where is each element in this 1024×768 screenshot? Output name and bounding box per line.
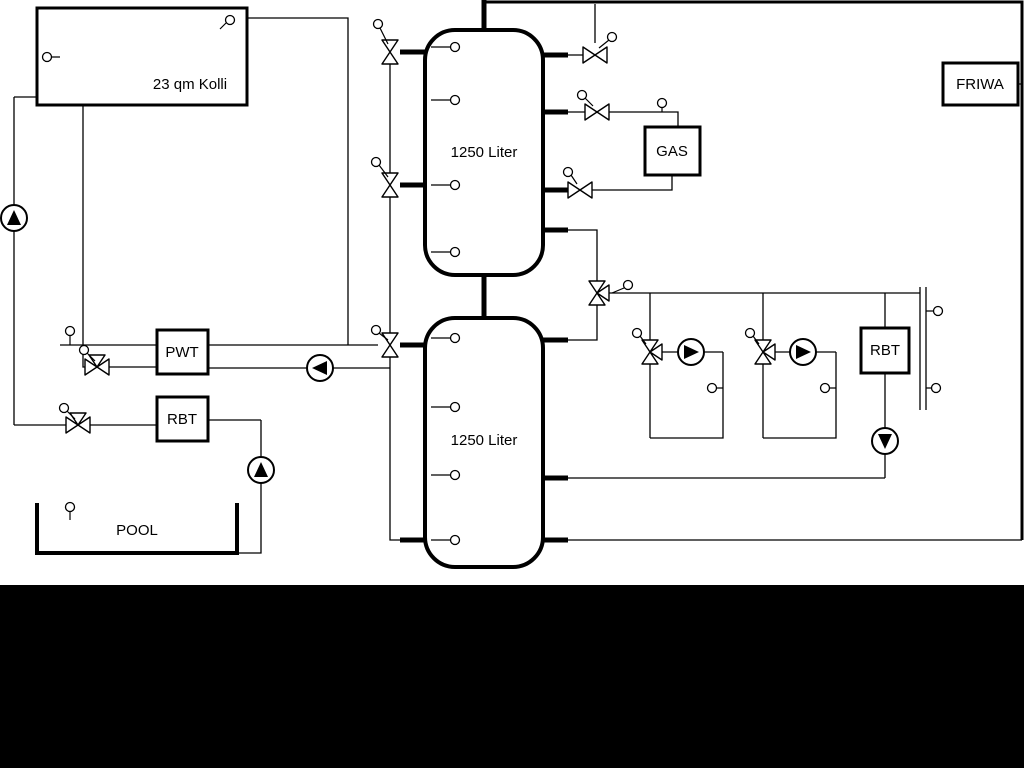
valve-tank-top-left-lower-icon — [381, 172, 399, 198]
pool-basin-outline — [35, 503, 239, 555]
sensor-mixing-valve-icon — [622, 279, 634, 291]
sensor-stems — [51, 22, 934, 541]
valve-heating-circuit-1-icon — [641, 339, 663, 365]
sensor-pwt-line-icon — [64, 325, 76, 337]
valve-tank-top-right-upper-icon — [582, 46, 608, 64]
valve-pwt-supply-icon — [84, 354, 110, 376]
actuator-valve-circuit-2-icon — [744, 327, 756, 339]
actuator-valve-gas-supply-icon — [576, 89, 588, 101]
actuator-valve-top-left-lower-icon — [370, 156, 382, 168]
pipe-segment-friwa-return — [566, 83, 1022, 541]
pwt-label: PWT — [165, 344, 198, 361]
valve-gas-supply-icon — [584, 103, 610, 121]
sensor-collector-left-icon — [41, 51, 53, 63]
hydraulic-schematic: 1250 Liter 1250 Liter 23 qm Kolli PWT RB… — [0, 0, 1024, 569]
pump-pwt-icon — [306, 354, 334, 382]
actuator-valve-circuit-1-icon — [631, 327, 643, 339]
sensor-tank-top-4-icon — [449, 246, 461, 258]
actuator-valve-top-left-upper-icon — [372, 18, 384, 30]
sensor-circuit-2-icon — [819, 382, 831, 394]
buffer-tank-bottom-body — [423, 316, 545, 569]
valve-gas-return-icon — [567, 181, 593, 199]
pipe-segment-top-main — [484, 0, 1024, 540]
actuator-valve-pwt-icon — [78, 344, 90, 356]
actuator-valve-top-right-icon — [606, 31, 618, 43]
sensor-tank-bottom-2-icon — [449, 401, 461, 413]
pump-heating-2-icon — [789, 338, 817, 366]
pipe-segment-solar-left — [13, 17, 390, 554]
valve-mixing-icon — [588, 280, 610, 306]
pump-solar-icon — [0, 204, 28, 232]
pool-label: POOL — [116, 522, 158, 539]
sensor-tank-bottom-1-icon — [449, 332, 461, 344]
rbt-right-label: RBT — [870, 342, 900, 359]
sensor-tank-bottom-3-icon — [449, 469, 461, 481]
pipe-segment-heating-circuits — [566, 292, 920, 479]
temperature-sensors — [41, 14, 944, 546]
sensor-tank-bottom-4-icon — [449, 534, 461, 546]
rbt-left-outline — [155, 395, 210, 443]
sensor-rbt-right-upper-icon — [932, 305, 944, 317]
gas-boiler-box: GAS — [643, 125, 702, 177]
sensor-pool-icon — [64, 501, 76, 513]
pump-rbt-return-icon — [871, 427, 899, 455]
gas-boiler-label: GAS — [656, 143, 688, 160]
solar-collector-label: 23 qm Kolli — [153, 76, 227, 93]
valves — [65, 39, 776, 434]
actuator-valve-rbt-left-icon — [58, 402, 70, 414]
friwa-label: FRIWA — [956, 76, 1004, 93]
sensor-collector-top-icon — [224, 14, 236, 26]
sensor-rbt-right-lower-icon — [930, 382, 942, 394]
sensor-tank-top-3-icon — [449, 179, 461, 191]
rbt-left-box: RBT — [155, 395, 210, 443]
actuator-valve-bottom-left-icon — [370, 324, 382, 336]
buffer-tank-bottom: 1250 Liter — [423, 316, 545, 569]
pumps — [0, 204, 899, 484]
solar-collector-box: 23 qm Kolli — [35, 6, 249, 107]
friwa-outline — [941, 61, 1020, 107]
valve-rbt-left-supply-icon — [65, 412, 91, 434]
pump-heating-1-icon — [677, 338, 705, 366]
pipe-segment-center-vertical — [389, 64, 404, 541]
friwa-box: FRIWA — [941, 61, 1020, 107]
buffer-tank-top: 1250 Liter — [423, 28, 545, 277]
solar-collector-outline — [35, 6, 249, 107]
pool: POOL — [35, 503, 239, 555]
buffer-tank-bottom-label: 1250 Liter — [451, 432, 518, 449]
rbt-right-outline — [859, 326, 911, 375]
sensor-circuit-1-icon — [706, 382, 718, 394]
pump-pool-icon — [247, 456, 275, 484]
pipe-segment-gas-loop — [566, 4, 679, 281]
tank-connection-stubs — [400, 0, 568, 543]
rbt-left-label: RBT — [167, 411, 197, 428]
buffer-tank-top-body — [423, 28, 545, 277]
buffer-tank-top-label: 1250 Liter — [451, 144, 518, 161]
sensor-tank-top-2-icon — [449, 94, 461, 106]
valve-heating-circuit-2-icon — [754, 339, 776, 365]
sensor-gas-line-icon — [656, 97, 668, 109]
letterbox — [0, 585, 1024, 768]
schematic-canvas: 1250 Liter 1250 Liter 23 qm Kolli PWT RB… — [0, 0, 1024, 585]
pwt-box: PWT — [155, 328, 210, 376]
gas-boiler-outline — [643, 125, 702, 177]
pipe-network — [13, 0, 1024, 554]
sensor-tank-top-1-icon — [449, 41, 461, 53]
valve-tank-top-left-upper-icon — [381, 39, 399, 65]
pwt-outline — [155, 328, 210, 376]
rbt-right-box: RBT — [859, 326, 911, 375]
actuator-valve-gas-return-icon — [562, 166, 574, 178]
